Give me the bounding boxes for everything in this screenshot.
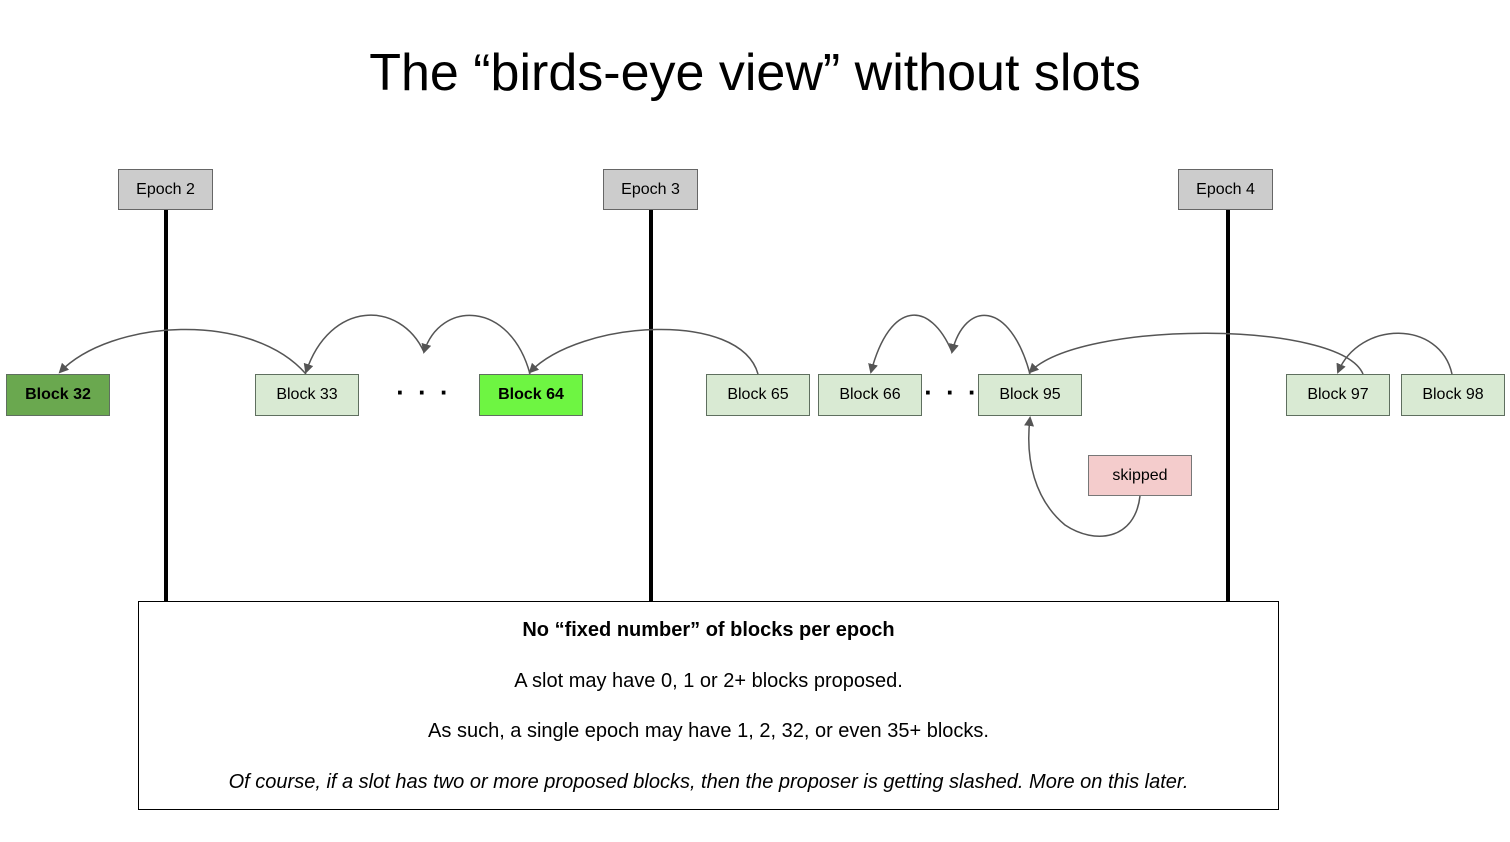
arrow-dots-to-33: [303, 314, 425, 374]
explanation-box: No “fixed number” of blocks per epoch A …: [138, 601, 1279, 810]
arrow-65-to-64: [528, 328, 759, 375]
arrow-98-to-97: [1336, 332, 1453, 375]
skipped-block: skipped: [1088, 455, 1192, 496]
arrow-64-to-dots: [421, 314, 531, 375]
arrow-95-to-dots: [949, 314, 1031, 375]
arrow-97-to-95: [1028, 332, 1364, 375]
ellipsis-33-64: · · ·: [396, 376, 452, 407]
arrow-33-to-32: [58, 328, 307, 375]
epoch-3-label: Epoch 3: [603, 169, 698, 210]
block-65: Block 65: [706, 374, 810, 416]
block-64: Block 64: [479, 374, 583, 416]
ellipsis-66-95: · · ·: [924, 376, 980, 407]
explanation-line-2: As such, a single epoch may have 1, 2, 3…: [428, 720, 989, 742]
epoch-2-label: Epoch 2: [118, 169, 213, 210]
explanation-line-3: Of course, if a slot has two or more pro…: [228, 771, 1189, 793]
block-66: Block 66: [818, 374, 922, 416]
arrow-dots-to-66: [868, 314, 953, 374]
block-32: Block 32: [6, 374, 110, 416]
explanation-heading: No “fixed number” of blocks per epoch: [522, 619, 895, 641]
block-97: Block 97: [1286, 374, 1390, 416]
epoch-4-label: Epoch 4: [1178, 169, 1273, 210]
block-98: Block 98: [1401, 374, 1505, 416]
explanation-line-1: A slot may have 0, 1 or 2+ blocks propos…: [514, 670, 903, 692]
block-95: Block 95: [978, 374, 1082, 416]
page-title: The “birds-eye view” without slots: [369, 44, 1141, 102]
block-33: Block 33: [255, 374, 359, 416]
arrow-skipped-to-95: [1024, 416, 1141, 537]
